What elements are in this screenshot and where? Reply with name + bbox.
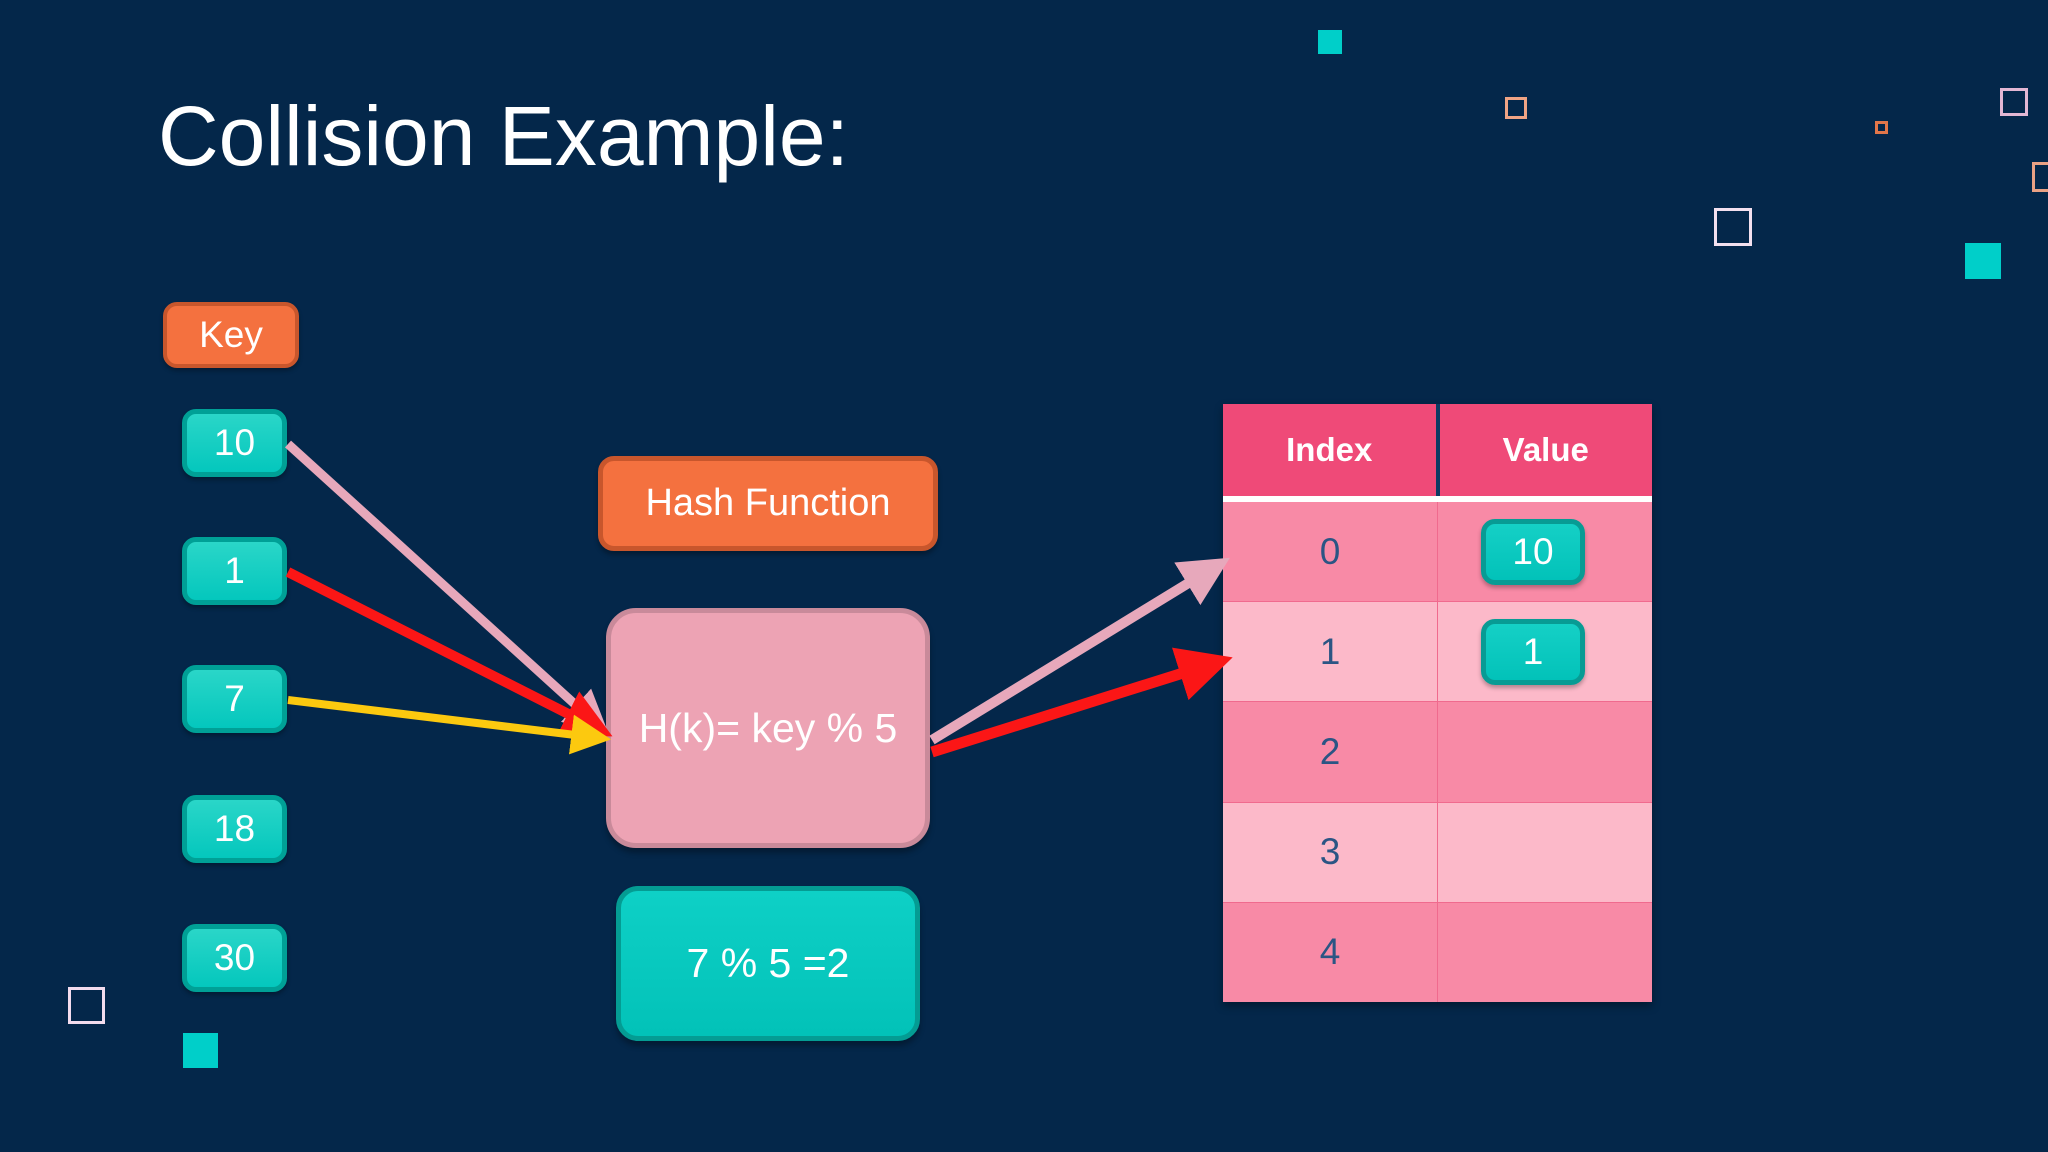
deco-teal-filled-sq-2 [1965,243,2001,279]
cell-value [1438,702,1652,801]
key-box-0[interactable]: 10 [182,409,287,477]
cell-value [1438,803,1652,902]
cell-value: 1 [1438,602,1652,701]
deco-teal-filled-sq-1 [1318,30,1342,54]
table-row: 3 [1223,802,1652,903]
cell-value: 10 [1438,502,1652,601]
deco-pink-outline-sq-1 [2000,88,2028,116]
column-header-index: Index [1223,404,1440,496]
key-box-4[interactable]: 30 [182,924,287,992]
cell-index: 2 [1223,702,1438,802]
arrow-key-1-to-hash [285,567,613,737]
table-header-row: Index Value [1223,404,1652,502]
key-box-1[interactable]: 1 [182,537,287,605]
value-chip[interactable]: 10 [1481,518,1585,585]
hash-formula-box: H(k)= key % 5 [606,608,930,848]
cell-value [1438,903,1652,1002]
page-title: Collision Example: [158,89,849,183]
cell-index: 3 [1223,802,1438,902]
table-row: 4 [1223,902,1652,1003]
column-header-value: Value [1502,431,1589,468]
deco-orange-outline-sq-2 [1875,121,1888,134]
table-row: 0 10 [1223,502,1652,603]
hash-result-box: 7 % 5 =2 [616,886,920,1041]
cell-index: 1 [1223,602,1438,702]
deco-orange-outline-sq-3 [2032,162,2048,192]
arrow-key-10-to-hash [284,440,610,736]
arrow-hash-to-index-1 [930,647,1233,758]
arrow-hash-to-index-0 [929,557,1230,745]
cell-index: 4 [1223,902,1438,1003]
deco-white-outline-sq-1 [1714,208,1752,246]
deco-teal-filled-sq-3 [183,1033,218,1068]
table-row: 2 [1223,702,1652,803]
value-chip[interactable]: 1 [1481,618,1585,685]
deco-orange-outline-sq-1 [1505,97,1527,119]
arrow-key-7-to-hash [287,696,612,755]
hash-function-label: Hash Function [598,456,938,551]
key-box-3[interactable]: 18 [182,795,287,863]
deco-white-outline-sq-2 [68,987,105,1024]
cell-index: 0 [1223,502,1438,602]
key-column-header: Key [163,302,299,368]
key-box-2[interactable]: 7 [182,665,287,733]
